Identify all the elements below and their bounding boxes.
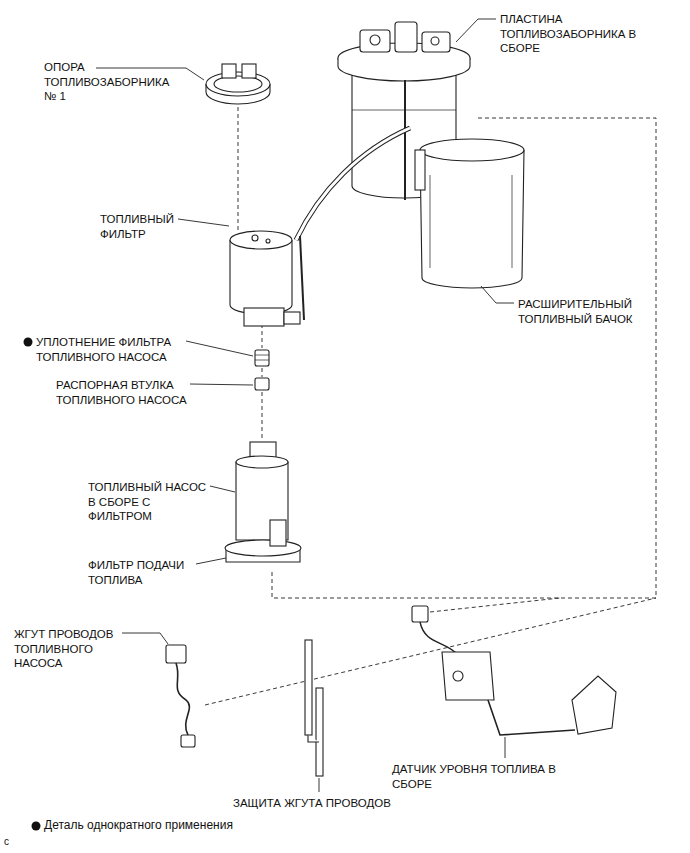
assembly-line (272, 118, 656, 598)
support-ring (222, 64, 236, 78)
leader-line (190, 384, 253, 385)
wire-harness (166, 645, 186, 663)
part-label: ТОПЛИВНЫЙ НАСОС В СБОРЕ С ФИЛЬТРОМ (88, 480, 210, 524)
fuel-pump (225, 540, 301, 556)
assembly-line (262, 324, 263, 348)
pump-seal (255, 355, 269, 360)
leader-line (210, 486, 235, 492)
fuel-hose (296, 128, 410, 240)
harness-protector (305, 640, 323, 776)
expansion-tank (415, 150, 425, 190)
single-use-dot (24, 338, 33, 347)
part-label: УПЛОТНЕНИЕ ФИЛЬТРА ТОПЛИВНОГО НАСОСА (36, 335, 198, 364)
expansion-tank (420, 139, 524, 161)
sender-plate (370, 35, 380, 45)
expansion-tank (420, 150, 524, 288)
leader-line (456, 19, 496, 42)
fuel-pump (236, 456, 288, 468)
part-label: ПЛАСТИНА ТОПЛИВОЗАБОРНИКА В СБОРЕ (500, 12, 642, 56)
single-use-dot (24, 338, 41, 831)
sender-plate (338, 58, 470, 81)
fuel-level-sensor (488, 700, 575, 735)
sender-plate (395, 22, 417, 52)
fuel-filter (230, 231, 292, 249)
pump-seal (255, 350, 269, 366)
wire-harness (176, 663, 189, 735)
support-ring (206, 64, 270, 104)
fuel-filter (244, 308, 284, 326)
fuel-level-sensor (412, 606, 428, 622)
expansion-tank (430, 175, 512, 268)
leader-line (505, 737, 506, 758)
fuel-filter (284, 312, 300, 324)
assembly-line (205, 100, 656, 705)
sender-plate (360, 30, 390, 52)
pump-spacer (255, 378, 269, 390)
leader-line (481, 286, 514, 303)
part-label: ЗАЩИТА ЖГУТА ПРОВОДОВ (233, 796, 443, 811)
corner-mark: c (4, 836, 24, 849)
expansion-tank (415, 139, 524, 288)
fuel-filter (300, 236, 304, 320)
single-use-dot (32, 822, 41, 831)
fuel-level-sensor (572, 676, 616, 734)
part-label: РАСПОРНАЯ ВТУЛКА ТОПЛИВНОГО НАСОСА (56, 378, 188, 407)
assembly-line (262, 392, 263, 438)
fuel-pump (270, 520, 286, 546)
fuel-filter (230, 231, 304, 326)
assembly-line (238, 100, 239, 232)
fuel-level-sensor (412, 606, 616, 735)
leader-line (196, 558, 226, 564)
sender-plate (431, 37, 439, 45)
support-ring (242, 64, 256, 78)
fuel-pump (225, 442, 301, 562)
assembly-line (262, 368, 263, 377)
part-label: ТОПЛИВНЫЙ ФИЛЬТР (100, 212, 186, 241)
sender-plate (404, 80, 406, 200)
fuel-level-sensor (442, 652, 494, 700)
harness-protector (308, 735, 319, 742)
part-label: ФИЛЬТР ПОДАЧИ ТОПЛИВА (88, 558, 204, 587)
fuel-level-sensor (453, 671, 463, 681)
part-label: ДАТЧИК УРОВНЯ ТОПЛИВА В СБОРЕ (392, 762, 582, 791)
harness-protector (316, 688, 323, 776)
fuel-filter (230, 240, 292, 314)
assembly-line (430, 598, 560, 612)
wire-harness (181, 735, 195, 747)
fuel-hose (296, 128, 410, 240)
part-label: РАСШИРИТЕЛЬНЫЙ ТОПЛИВНЫЙ БАЧОК (518, 297, 642, 326)
part-label: ЖГУТ ПРОВОДОВ ТОПЛИВНОГО НАСОСА (14, 627, 126, 671)
part-label: ОПОРА ТОПЛИВОЗАБОРНИКА № 1 (44, 60, 176, 104)
fuel-filter (252, 235, 258, 241)
leader-line (178, 219, 229, 226)
wire-harness (166, 645, 195, 747)
leader-line (319, 778, 320, 792)
harness-protector (305, 640, 312, 735)
fuel-level-sensor (420, 622, 458, 655)
pump-spacer (255, 378, 269, 390)
leader-line (122, 633, 168, 644)
fuel-filter (266, 239, 270, 243)
sender-plate (422, 32, 450, 52)
leader-line (186, 341, 253, 356)
pump-seal (255, 350, 269, 366)
fuel-hose (296, 128, 410, 240)
support-ring (206, 72, 270, 96)
legend-text: Деталь однократного применения (44, 818, 233, 832)
